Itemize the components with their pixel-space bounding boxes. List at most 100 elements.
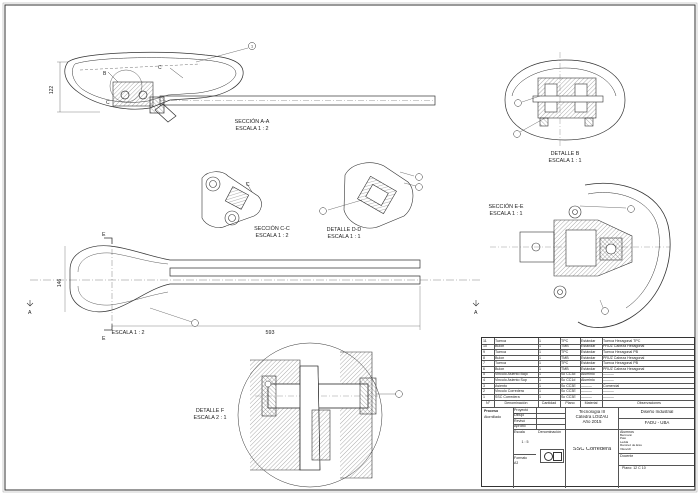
bom-cell-n: 9: [483, 350, 485, 354]
bom-cell-norm: Aluminio: [581, 378, 595, 382]
dim-146-text: 146: [57, 279, 63, 288]
bom-cell-n: 3: [483, 383, 485, 388]
bom-cell-norm: Estándar: [581, 366, 596, 371]
bom-cell-norm: Estándar: [581, 344, 596, 349]
marker-c-cc: C: [246, 182, 250, 188]
dim-122-text: 122: [49, 86, 55, 95]
alumno-name: Vikovich: [620, 448, 632, 451]
docente-label: Docente: [620, 453, 634, 458]
bom-cell-name: Vinculo Asiento Sup: [495, 378, 527, 382]
balloon-aa-text: 1: [251, 45, 253, 49]
bom-cell-mat: Sc CC3d: [561, 372, 576, 377]
bom-cell-qty: 1: [539, 350, 541, 354]
bom-cell-n: 8: [483, 355, 485, 360]
bom-cell-qty: 1: [539, 366, 541, 371]
bom-cell-qty: 1: [539, 355, 541, 360]
detail-dd-scale: ESCALA 1 : 1: [328, 234, 361, 240]
balloon-1-aa: [248, 42, 256, 50]
bom-cell-obs: PRUZ Cabeza Hexagonal: [603, 344, 645, 349]
bom-cell-qty: 1: [539, 394, 541, 399]
main-view-scale: ESCALA 1 : 2: [112, 330, 145, 336]
chair-name: Cátedra LOIZAU: [575, 414, 609, 419]
bom-header-norm: Material: [584, 400, 598, 405]
bom-cell-mat: Sc CC3E: [561, 383, 576, 388]
bom-cell-n: 4: [483, 378, 485, 382]
bom-cell-n: 7: [483, 361, 485, 366]
marker-a-left: A: [28, 310, 32, 316]
section-aa-scale: ESCALA 1 : 2: [236, 126, 269, 132]
bom-cell-mat: TPC: [561, 361, 569, 366]
sheet-border: [4, 4, 696, 491]
section-ee-title: SECCIÓN E-E: [488, 203, 523, 210]
discipline-name: Diseño Industrial: [640, 409, 674, 414]
detail-f-title: DETALLE F: [196, 408, 225, 414]
bom-header-mat: Plano: [565, 400, 575, 405]
proceso-label: Proceso: [484, 408, 499, 413]
formato-label: Formato: [514, 455, 528, 460]
main-top-view: [26, 237, 480, 331]
bom-cell-obs: Comercial: [603, 383, 620, 388]
bom-cell-mat: TMB: [561, 355, 569, 360]
bom-cell-name: Tuerca: [495, 361, 507, 366]
bom-cell-name: Asiento: [495, 383, 507, 388]
bom-cell-n: 11: [483, 338, 487, 343]
dim-593-text: 593: [266, 330, 275, 336]
detail-b-view: [504, 52, 626, 148]
detail-b-scale: ESCALA 1 : 1: [549, 158, 582, 164]
bom-cell-norm: ———: [581, 389, 592, 394]
alumno-name: Ledda: [620, 440, 629, 444]
bom-cell-norm: ———: [581, 383, 592, 388]
plano-label: Plano: 12 C 10: [622, 466, 646, 471]
bom-cell-norm: Estándar: [581, 350, 596, 354]
bom-cell-mat: Sc CC1d: [561, 378, 576, 382]
bom-cell-obs: PRUZ Cabeza Hexagonal: [603, 355, 645, 360]
projection-symbol: [540, 448, 564, 463]
role-label: Revisó: [514, 418, 525, 423]
marker-e-bottom: E: [102, 336, 106, 342]
bom-cell-n: 2: [483, 389, 485, 394]
bom-cell-n: 5: [483, 372, 485, 377]
proceso-value: Atornillado: [484, 414, 501, 419]
course-name: Tecnología III: [578, 409, 606, 414]
bom-cell-obs: ———: [603, 378, 614, 382]
bom-cell-name: Tuerca: [495, 338, 507, 343]
bom-cell-qty: 1: [539, 338, 541, 343]
bom-cell-obs: Tuerca Hexagonal TPC: [603, 338, 641, 343]
marker-a-right: A: [474, 310, 478, 316]
bom-cell-name: Bulon: [495, 366, 505, 371]
bom-cell-qty: 1: [539, 361, 541, 366]
bom-cell-norm: Estándar: [581, 355, 596, 360]
bom-cell-n: 10: [483, 344, 487, 349]
section-cc-view: [201, 171, 262, 228]
alumno-name: Bermann: [620, 433, 633, 437]
bom-cell-name: Bulon: [495, 355, 505, 360]
bom-cell-name: Tuerca: [495, 350, 507, 354]
bom-cell-qty: 1: [539, 344, 541, 349]
bom-cell-norm: Estándar: [581, 361, 596, 366]
bom-cell-name: Vinculo Corredera: [495, 389, 524, 394]
bom-cell-obs: ———: [603, 372, 614, 377]
bom-cell-mat: TMB: [561, 366, 569, 371]
bom-cell-mat: TPC: [561, 338, 569, 343]
bom-cell-n: 1: [483, 394, 485, 399]
bom-cell-obs: ———: [603, 389, 614, 394]
school-name: FADU - UBA: [644, 420, 670, 425]
bom-cell-norm: Estándar: [581, 338, 596, 343]
alumnos-label: Alumnos: [620, 429, 634, 434]
bom-header-qty: Cantidad: [541, 400, 557, 405]
section-aa-title: SECCIÓN A-A: [235, 118, 270, 125]
section-aa-view: [57, 47, 436, 123]
marker-b-aa: B: [103, 71, 107, 77]
drawing-name: SSC Corredera: [572, 446, 612, 451]
bom-cell-name: Vinculo Asiento Bajo: [495, 372, 528, 377]
bom-cell-n: 6: [483, 366, 485, 371]
bom-header-name: Denominación: [504, 400, 528, 405]
marker-c-aa-1: C: [158, 65, 162, 71]
bom-cell-obs: Tuerca Hexagonal PB: [603, 361, 639, 366]
bom-cell-mat: TPC: [561, 350, 569, 354]
bom-cell-norm: ———: [581, 394, 592, 399]
denominacion-label: Denominación: [538, 429, 561, 434]
bom-cell-mat: TMB: [561, 344, 569, 349]
